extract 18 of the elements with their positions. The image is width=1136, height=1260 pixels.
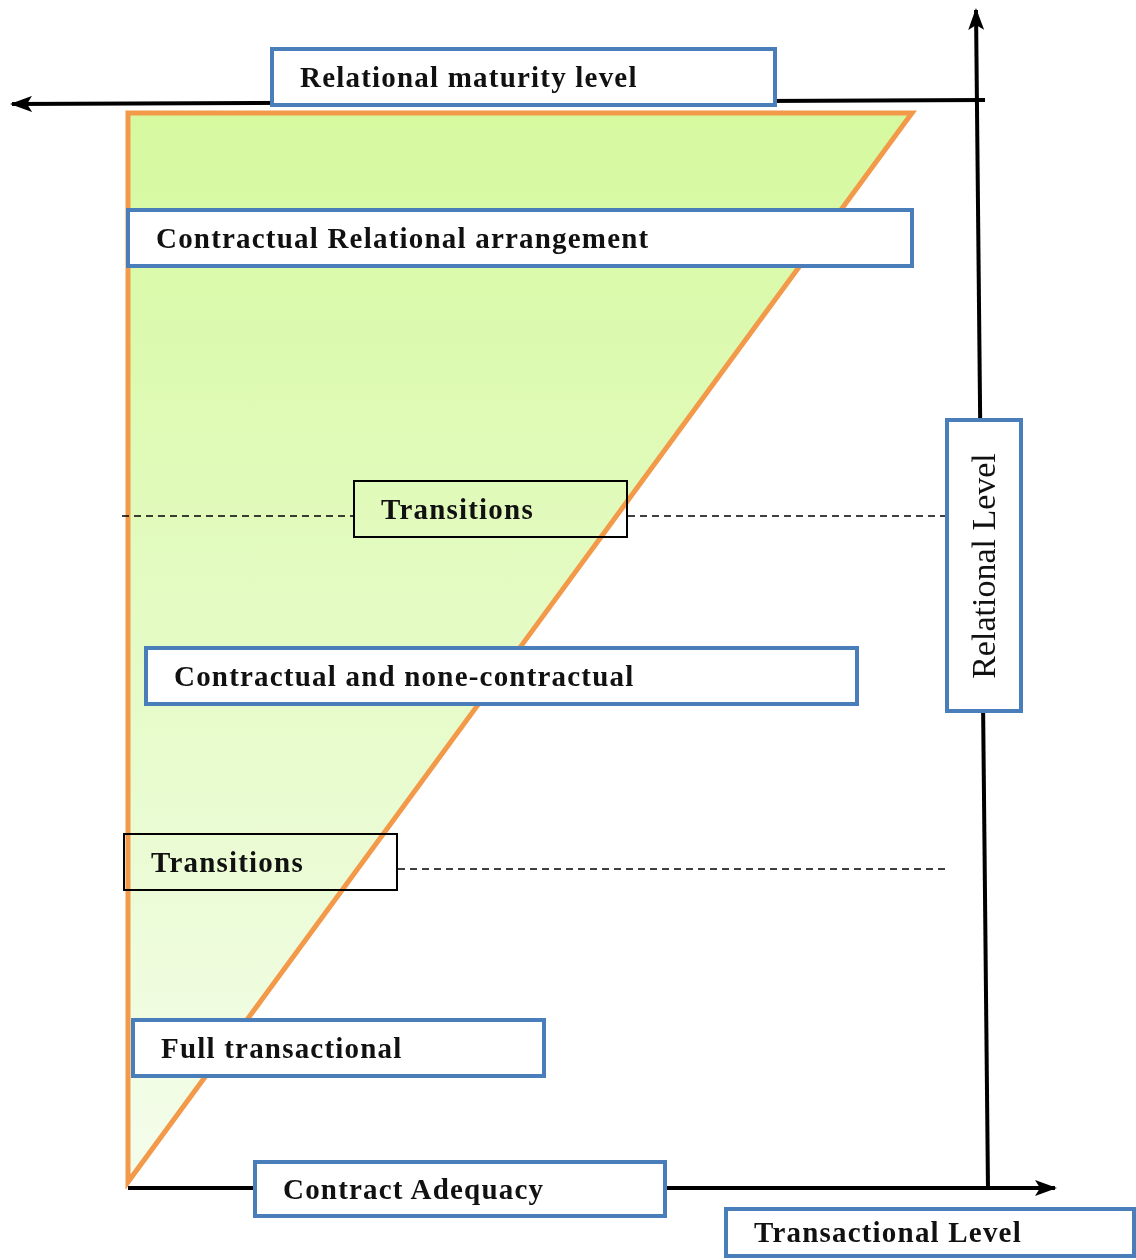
label-box (724, 1207, 1136, 1258)
transition-box (353, 480, 628, 538)
box-text: Contract Adequacy (283, 1172, 545, 1206)
label-box (253, 1160, 667, 1218)
label-box (144, 646, 859, 706)
label-box (131, 1018, 546, 1078)
transition-box (123, 833, 398, 891)
box-text: Transactional Level (754, 1216, 1022, 1249)
box-text: Full transactional (161, 1031, 403, 1065)
box-text: Transitions (381, 492, 534, 526)
box-text: Contractual Relational arrangement (156, 221, 650, 255)
box-text: Transitions (151, 845, 304, 879)
box-text: Contractual and none-contractual (174, 659, 635, 693)
axis-label-box (945, 418, 1023, 713)
label-box (126, 208, 914, 268)
label-box (270, 47, 777, 107)
box-text: Relational Level (965, 452, 1003, 679)
box-text: Relational maturity level (300, 60, 638, 94)
